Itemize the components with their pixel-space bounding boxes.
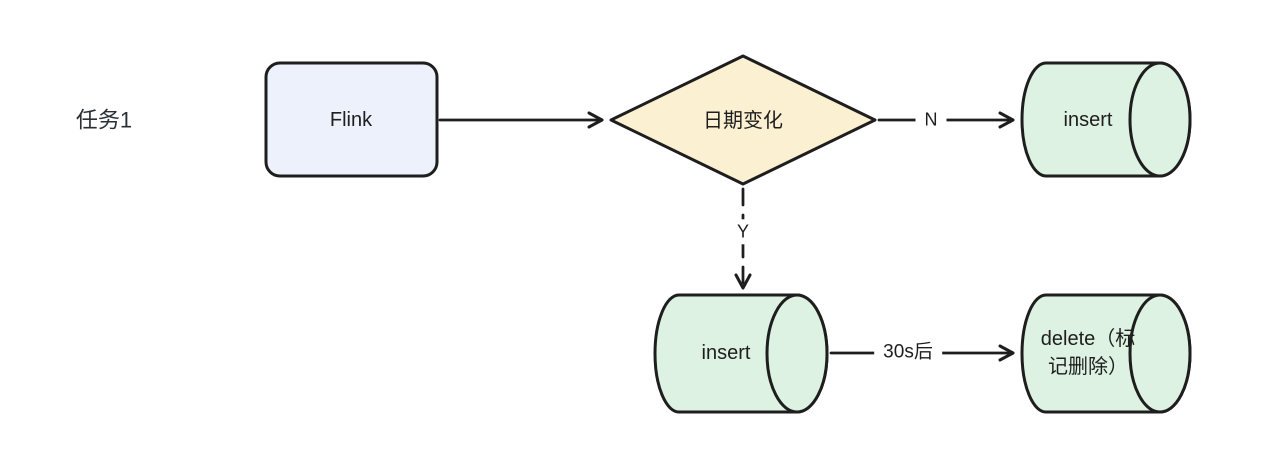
node-insert-top-cap [1128, 61, 1192, 178]
task-label: 任务1 [75, 107, 133, 133]
node-insert-bottom-cap [765, 293, 829, 414]
edge-label-delay: 30s后 [874, 339, 942, 367]
insert-top-node-label: insert [1063, 109, 1113, 131]
delete-node-label: delete（标 记删除） [1040, 328, 1136, 378]
node-decision-diamond [609, 54, 877, 186]
decision-node-label: 日期变化 [703, 110, 783, 132]
node-flink [264, 61, 439, 178]
edge-label-n: N [915, 107, 947, 133]
insert-bottom-node-label: insert [701, 342, 751, 364]
flink-node-label: Flink [329, 109, 373, 131]
edge-label-y: Y [727, 219, 759, 245]
node-delete-cap [1128, 293, 1192, 414]
